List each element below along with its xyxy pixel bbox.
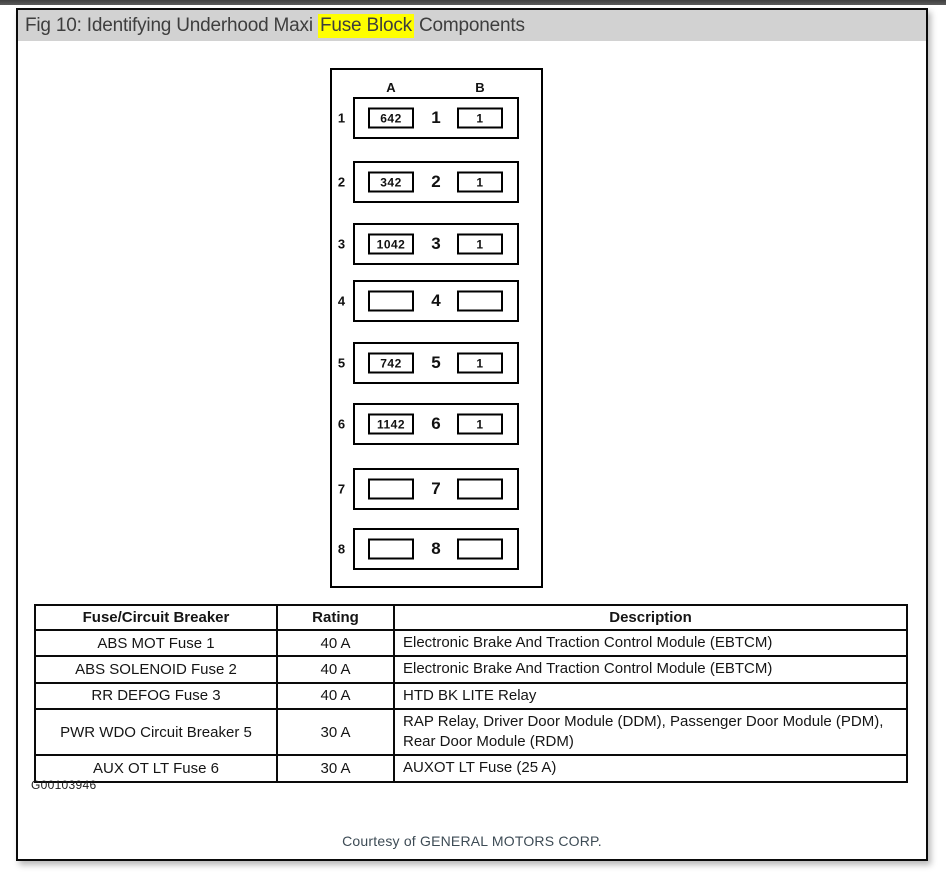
slot-center-number: 2 [431, 172, 441, 191]
cell-rating: 30 A [276, 707, 395, 757]
cell-fuse: AUX OT LT Fuse 6 [34, 754, 278, 783]
table-row: AUX OT LT Fuse 6 30 A AUXOT LT Fuse (25 … [34, 754, 908, 783]
slot-number-label: 6 [337, 416, 346, 432]
fuse-block-diagram: A B 1 642 1 1 2 342 2 1 3 1042 3 1 4 4 [330, 68, 543, 588]
fuse-slot-row: 7 7 [332, 468, 541, 510]
fuse-box-a: 1042 [368, 233, 414, 255]
slot-number-label: 7 [337, 481, 346, 497]
figure-id: G00103946 [31, 778, 97, 792]
fuse-box-b-label: 1 [476, 417, 484, 431]
cell-fuse: ABS MOT Fuse 1 [34, 628, 278, 658]
fuse-slot-row: 8 8 [332, 528, 541, 570]
col-header-fuse-circuit-breaker: Fuse/Circuit Breaker [34, 604, 278, 631]
fuse-box-b: 1 [457, 107, 503, 129]
cell-rating: 40 A [276, 681, 395, 710]
fuse-box-b: 1 [457, 171, 503, 193]
figure-panel: Fig 10: Identifying Underhood Maxi Fuse … [16, 8, 928, 861]
slot-outline: 7 [353, 468, 519, 510]
table-row: RR DEFOG Fuse 3 40 A HTD BK LITE Relay [34, 681, 908, 710]
slot-center-number: 7 [431, 479, 441, 498]
fuse-box-a-label: 342 [380, 175, 402, 189]
slot-number-label: 8 [337, 541, 346, 557]
fuse-box-b-label: 1 [476, 111, 484, 125]
slot-outline: 1142 6 1 [353, 403, 519, 445]
table-row: ABS MOT Fuse 1 40 A Electronic Brake And… [34, 628, 908, 658]
slot-number-label: 5 [337, 355, 346, 371]
column-b-label: B [475, 80, 485, 95]
column-a-label: A [386, 80, 396, 95]
cell-description: RAP Relay, Driver Door Module (DDM), Pas… [393, 707, 908, 757]
fuse-slot-row: 3 1042 3 1 [332, 223, 541, 265]
fuse-box-b [457, 538, 503, 560]
fuse-box-a: 742 [368, 352, 414, 374]
fuse-slot-row: 1 642 1 1 [332, 97, 541, 139]
fuse-slot-row: 4 4 [332, 280, 541, 322]
cell-description: Electronic Brake And Traction Control Mo… [393, 628, 908, 658]
fuse-box-a: 1142 [368, 413, 414, 435]
slot-outline: 742 5 1 [353, 342, 519, 384]
cell-description: Electronic Brake And Traction Control Mo… [393, 655, 908, 684]
slot-outline: 342 2 1 [353, 161, 519, 203]
slot-number-label: 3 [337, 236, 346, 252]
col-header-rating: Rating [276, 604, 395, 631]
cell-rating: 40 A [276, 655, 395, 684]
cell-description: AUXOT LT Fuse (25 A) [393, 754, 908, 783]
fuse-table: Fuse/Circuit Breaker Rating Description … [34, 604, 908, 783]
fuse-box-b: 1 [457, 352, 503, 374]
cell-fuse: PWR WDO Circuit Breaker 5 [34, 707, 278, 757]
fuse-box-a-label: 1042 [376, 237, 406, 251]
search-term-highlight: Fuse Block [317, 13, 414, 38]
table-row: PWR WDO Circuit Breaker 5 30 A RAP Relay… [34, 707, 908, 757]
window-top-edge [0, 0, 946, 5]
fuse-box-b [457, 478, 503, 500]
cell-description: HTD BK LITE Relay [393, 681, 908, 710]
cell-rating: 40 A [276, 628, 395, 658]
slot-outline: 642 1 1 [353, 97, 519, 139]
table-row: ABS SOLENOID Fuse 2 40 A Electronic Brak… [34, 655, 908, 684]
fuse-box-b: 1 [457, 413, 503, 435]
fuse-box-a-label: 1142 [376, 417, 406, 431]
cell-rating: 30 A [276, 754, 395, 783]
slot-center-number: 5 [431, 353, 441, 372]
fuse-slot-row: 2 342 2 1 [332, 161, 541, 203]
slot-number-label: 4 [337, 293, 346, 309]
table-header-row: Fuse/Circuit Breaker Rating Description [34, 604, 908, 631]
col-header-description: Description [393, 604, 908, 631]
slot-center-number: 1 [431, 108, 441, 127]
slot-outline: 4 [353, 280, 519, 322]
figure-title-bar: Fig 10: Identifying Underhood Maxi Fuse … [18, 10, 926, 41]
slot-center-number: 6 [431, 414, 441, 433]
fuse-box-b: 1 [457, 233, 503, 255]
fuse-box-b-label: 1 [476, 356, 484, 370]
slot-number-label: 2 [337, 174, 346, 190]
fuse-box-a: 642 [368, 107, 414, 129]
slot-center-number: 4 [431, 291, 441, 310]
fuse-box-a [368, 290, 414, 312]
fuse-box-a [368, 478, 414, 500]
cell-fuse: RR DEFOG Fuse 3 [34, 681, 278, 710]
figure-title-prefix: Fig 10: Identifying Underhood Maxi [25, 14, 318, 36]
fuse-box-b-label: 1 [476, 237, 484, 251]
fuse-box-a: 342 [368, 171, 414, 193]
fuse-box-a-label: 642 [380, 111, 402, 125]
courtesy-line: Courtesy of GENERAL MOTORS CORP. [342, 833, 602, 849]
slot-number-label: 1 [337, 110, 346, 126]
fuse-box-b-label: 1 [476, 175, 484, 189]
slot-outline: 8 [353, 528, 519, 570]
fuse-box-b [457, 290, 503, 312]
slot-center-number: 3 [431, 234, 441, 253]
figure-title-suffix: Components [413, 14, 525, 36]
fuse-slot-row: 6 1142 6 1 [332, 403, 541, 445]
fuse-box-a-label: 742 [380, 356, 402, 370]
slot-outline: 1042 3 1 [353, 223, 519, 265]
fuse-slot-row: 5 742 5 1 [332, 342, 541, 384]
slot-center-number: 8 [431, 539, 441, 558]
cell-fuse: ABS SOLENOID Fuse 2 [34, 655, 278, 684]
fuse-box-a [368, 538, 414, 560]
